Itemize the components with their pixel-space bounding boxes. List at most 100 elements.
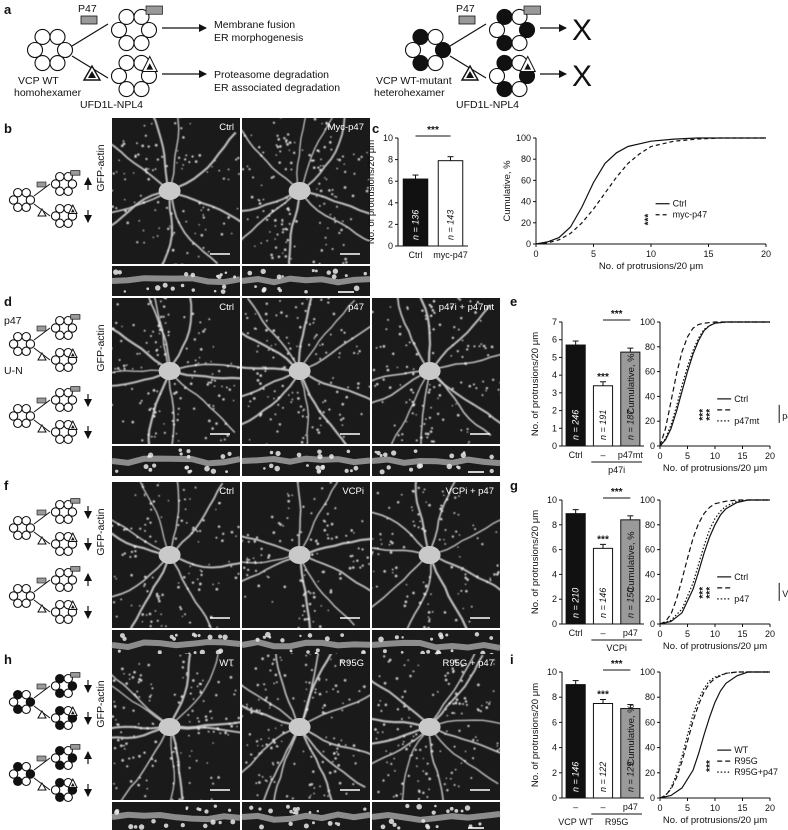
spine-dot <box>438 323 442 327</box>
spine-dot <box>144 134 147 137</box>
spine-dot <box>326 524 329 527</box>
spine-dot <box>271 601 274 603</box>
spine-dot <box>310 755 313 758</box>
spine-dot <box>323 794 326 797</box>
spine-dot <box>164 322 167 324</box>
spine-dot <box>332 377 334 379</box>
spine-dot <box>191 376 194 379</box>
spine-dot <box>149 334 153 338</box>
vcp-subunit-icon <box>13 598 23 609</box>
dendrite-path <box>242 704 300 729</box>
spine-dot <box>353 172 356 175</box>
spine-dot <box>293 245 296 248</box>
ufd-bound-inner-icon <box>146 63 154 70</box>
y-tick-label: 2 <box>552 594 557 604</box>
spine-dot <box>213 407 215 410</box>
spine-dot <box>337 753 340 756</box>
y-tick-label: 8 <box>552 692 557 702</box>
spine-dot <box>278 161 281 164</box>
spine-dot <box>189 755 191 757</box>
x-category-label: Ctrl <box>409 250 423 260</box>
spine-dot <box>267 576 270 579</box>
y-tick-label: 80 <box>645 342 655 352</box>
spine-dot <box>200 209 203 211</box>
spine-dot <box>304 569 307 572</box>
series-line <box>659 499 770 625</box>
spine-dot <box>301 614 304 616</box>
spine-dot <box>433 311 436 315</box>
neuron-dendrites <box>242 654 370 800</box>
spine-dot <box>453 712 456 715</box>
y-tick-label: 60 <box>645 717 655 727</box>
spine-dot <box>493 663 495 665</box>
spine-dot <box>184 613 187 616</box>
bar-significance: *** <box>597 534 609 545</box>
vcp-subunit-icon <box>55 582 65 593</box>
vcp-subunit-icon <box>67 575 78 585</box>
spine-dot <box>275 154 278 156</box>
spine-dot <box>266 575 268 578</box>
spine-dot <box>237 156 240 160</box>
spine-head <box>326 270 332 275</box>
bar-significance: *** <box>597 690 609 701</box>
group-label: VCPi <box>782 589 788 599</box>
spine-dot <box>417 526 420 529</box>
y-tick-label: 40 <box>645 743 655 753</box>
spine-dot <box>314 335 317 338</box>
spine-dot <box>242 539 244 543</box>
schema-hexamer-icon <box>50 419 92 445</box>
spine-dot <box>312 696 314 699</box>
spine-dot <box>180 519 184 523</box>
spine-dot <box>413 403 416 406</box>
spine-dot <box>191 750 193 752</box>
vcp-subunit-icon <box>55 186 65 197</box>
vcp-subunit-icon <box>21 776 31 787</box>
spine-dot <box>485 386 489 390</box>
schema-ufd-icon <box>37 709 47 719</box>
spine-dot <box>461 670 464 674</box>
dendrite-shaft <box>111 455 241 467</box>
spine-dot <box>397 434 400 437</box>
spine-dot <box>250 707 253 710</box>
dendrite-strip <box>241 446 371 476</box>
vcp-subunit-icon <box>496 54 513 72</box>
micrograph-panel: Ctrl <box>112 298 240 444</box>
spine-dot <box>75 554 77 556</box>
spine-dot <box>495 531 498 533</box>
schema-p47-icon <box>36 683 47 690</box>
spine-dot <box>410 739 414 742</box>
spine-head <box>388 818 395 825</box>
spine-dot <box>387 660 390 663</box>
spine-dot <box>194 528 197 531</box>
spine-dot <box>258 698 260 701</box>
vcp-subunit-icon <box>63 546 73 557</box>
spine-dot <box>121 325 123 328</box>
spine-dot <box>188 572 190 575</box>
spine-dot <box>465 589 468 593</box>
spine-dot <box>285 336 288 339</box>
spine-dot <box>199 569 202 571</box>
spine-dot <box>485 389 487 392</box>
dendrite-path <box>298 118 333 192</box>
vcp-subunit-icon <box>63 387 73 398</box>
spine-dot <box>246 316 249 320</box>
spine-dot <box>84 555 86 557</box>
spine-dot <box>308 602 312 606</box>
spine-dot <box>496 564 499 567</box>
spine-dot <box>194 232 197 235</box>
spine-dot <box>516 344 518 346</box>
spine-head <box>262 286 267 292</box>
n-label: n = 146 <box>598 588 608 618</box>
spine-dot <box>140 366 143 369</box>
vcp-subunit-icon <box>63 760 73 771</box>
spine-dot <box>411 754 414 757</box>
micrograph-panel: Myc-p47 <box>242 118 370 264</box>
spine-head <box>425 823 430 829</box>
spine-dot <box>412 342 416 345</box>
dendrite-path <box>112 685 171 728</box>
dendrite-path <box>275 654 301 728</box>
spine-dot <box>512 745 514 747</box>
spine-dot <box>252 176 255 179</box>
spine-dot <box>132 172 135 174</box>
spine-head <box>123 290 127 293</box>
